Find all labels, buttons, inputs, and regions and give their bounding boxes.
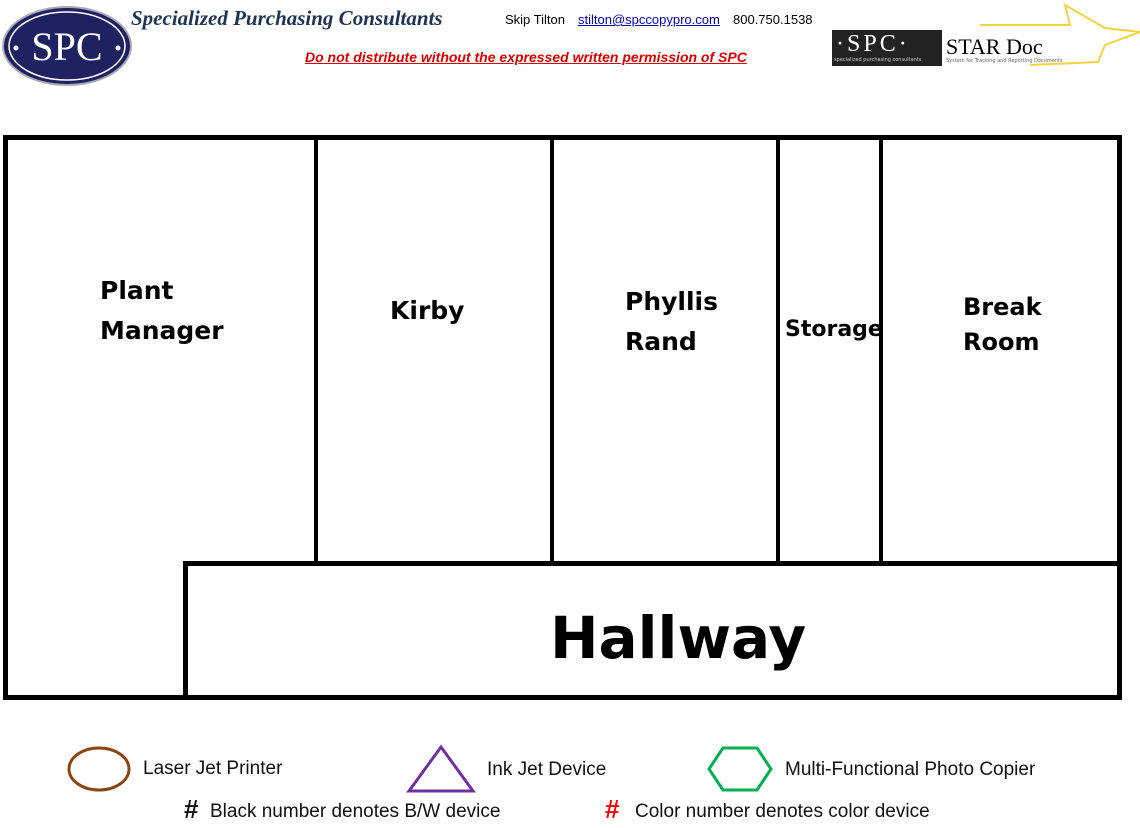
wall: [550, 135, 554, 565]
legend-inkjet: Ink Jet Device: [487, 759, 607, 780]
room-label-line: Room: [963, 328, 1040, 356]
star-logo-left: ·SPC·: [836, 31, 910, 57]
room-storage: Storage: [785, 317, 883, 342]
mfp-hexagon-icon: [707, 746, 773, 792]
room-break-room: Break Room: [963, 290, 1042, 360]
laser-jet-ellipse-icon: [67, 746, 131, 792]
spc-logo: SPC: [2, 6, 132, 86]
room-label-line: Break: [963, 293, 1042, 321]
star-logo-sub-left: specialized purchasing consultants: [834, 57, 922, 63]
room-phyllis-rand: Phyllis Rand: [625, 282, 718, 362]
room-label-line: Phyllis: [625, 287, 719, 316]
contact-email-link[interactable]: stilton@spccopypro.com: [578, 12, 720, 27]
svg-text:SPC: SPC: [31, 24, 102, 69]
legend-mfp: Multi-Functional Photo Copier: [785, 759, 1036, 780]
star-icon: [980, 2, 1140, 66]
ink-jet-triangle-icon: [406, 744, 476, 793]
wall: [879, 135, 883, 565]
star-logo-right: STAR Doc: [946, 34, 1043, 59]
wall: [1117, 135, 1122, 700]
room-label-line: Rand: [625, 327, 697, 356]
red-hash-icon: #: [605, 794, 620, 824]
room-label-line: Manager: [100, 316, 224, 345]
room-label-line: Plant: [100, 276, 174, 305]
star-doc-logo: ·SPC· specialized purchasing consultants…: [830, 0, 1140, 70]
legend-color-note: Color number denotes color device: [635, 801, 930, 822]
wall: [183, 561, 188, 700]
wall: [314, 135, 318, 565]
room-kirby: Kirby: [390, 296, 465, 325]
room-hallway: Hallway: [550, 604, 807, 672]
distribution-warning: Do not distribute without the expressed …: [305, 49, 747, 65]
wall: [776, 135, 780, 565]
wall: [183, 561, 1122, 566]
legend-laser: Laser Jet Printer: [143, 758, 283, 779]
wall: [3, 135, 1122, 140]
room-plant-manager: Plant Manager: [100, 271, 224, 351]
company-name: Specialized Purchasing Consultants: [131, 6, 443, 30]
black-hash-icon: #: [184, 794, 199, 824]
wall: [3, 695, 1122, 700]
star-logo-sub-right: System for Tracking and Reporting Docume…: [946, 58, 1063, 64]
legend-bw-note: Black number denotes B/W device: [210, 801, 501, 822]
contact-name: Skip Tilton: [505, 12, 565, 27]
wall: [3, 135, 8, 700]
contact-phone: 800.750.1538: [733, 12, 813, 27]
